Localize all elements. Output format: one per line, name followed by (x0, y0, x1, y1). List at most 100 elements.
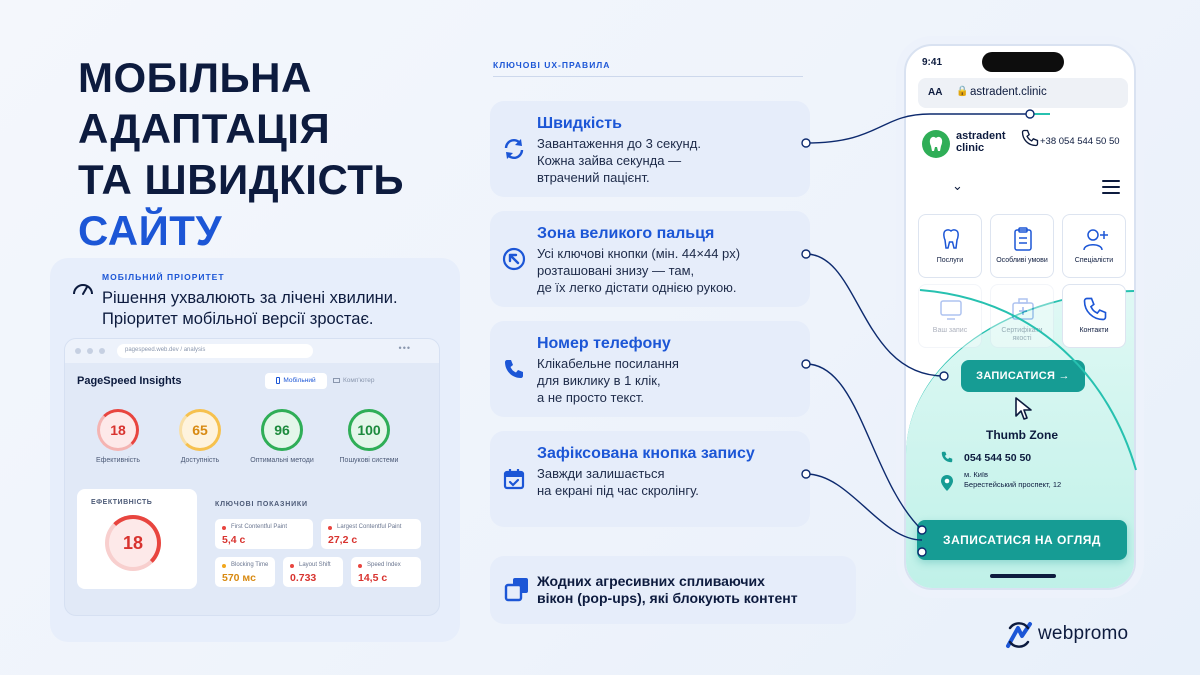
performance-summary-label: ЕФЕКТИВНІСТЬ (91, 499, 153, 506)
thumb-zone-label: Thumb Zone (986, 428, 1058, 442)
mobile-priority-kicker: МОБІЛЬНИЙ ПРІОРИТЕТ (102, 272, 225, 282)
tile-special-offers[interactable]: Особливі умови (990, 214, 1054, 278)
rule-desc-line: Завжди залишається (537, 466, 665, 481)
no-popups-text: Жодних агресивних спливаючих вікон (pop-… (537, 573, 837, 607)
metric-cls: Layout Shift 0.733 (283, 557, 343, 587)
rule-card-sticky-button: Зафіксована кнопка запису Завжди залишає… (490, 431, 810, 527)
rule-desc-line: де їх легко дістати однією рукою. (537, 280, 737, 295)
tab-mobile[interactable]: Мобільний (265, 373, 327, 389)
book-appointment-button[interactable]: ЗАПИСАТИСЯ → (961, 360, 1085, 392)
header-phone-link[interactable]: +38 054 544 50 50 (1040, 136, 1120, 147)
tooth-logo-icon[interactable] (922, 130, 950, 158)
metric-status-dot (358, 564, 362, 568)
thumb-tap-icon (502, 247, 526, 271)
tab-desktop-label: Комп'ютер (343, 377, 375, 384)
tab-desktop[interactable]: Комп'ютер (333, 373, 375, 384)
mobile-priority-card: МОБІЛЬНИЙ ПРІОРИТЕТ Рішення ухвалюють за… (50, 258, 460, 642)
metric-status-dot (222, 564, 226, 568)
score-label-accessibility: Доступність (180, 457, 220, 464)
home-indicator (990, 574, 1056, 578)
location-pin-icon (941, 475, 953, 491)
address-city: м. Київ (964, 470, 988, 479)
divider (493, 76, 803, 77)
tooth-icon (943, 229, 959, 249)
hamburger-menu-icon[interactable] (1102, 180, 1120, 198)
title-line-2: АДАПТАЦІЯ (78, 105, 331, 152)
logo-line: clinic (956, 142, 985, 154)
chevron-down-icon[interactable]: ⌄ (952, 178, 963, 193)
no-popups-line: Жодних агресивних спливаючих (537, 573, 765, 589)
rule-desc-line: Завантаження до 3 секунд. (537, 136, 701, 151)
metric-fcp: First Contentful Paint 5,4 с (215, 519, 313, 549)
tile-label: Ваш запис (932, 327, 968, 334)
reader-mode-button[interactable]: AA (928, 87, 943, 98)
metric-name: Speed Index (367, 562, 401, 568)
tile-label: Особливі умови (996, 257, 1048, 264)
monitor-icon (333, 377, 340, 383)
pagespeed-browser-window: pagespeed.web.dev / analysis ••• PageSpe… (64, 338, 440, 616)
refresh-icon (504, 139, 524, 159)
score-performance: 18 (97, 409, 139, 451)
overlapping-windows-icon (504, 578, 528, 602)
tile-contacts[interactable]: Контакти (1062, 284, 1126, 348)
rule-card-phone-number: Номер телефону Клікабельне посилання для… (490, 321, 810, 417)
score-label-best-practices: Оптимальні методи (250, 457, 314, 464)
metric-name: First Contentful Paint (231, 524, 288, 530)
clipboard-icon (1014, 227, 1032, 251)
desc-line-1: Рішення ухвалюють за лічені хвилини. (102, 289, 398, 307)
tile-your-appointment[interactable]: Ваш запис (918, 284, 982, 348)
score-seo: 100 (348, 409, 390, 451)
rule-description: Клікабельне посилання для виклику в 1 кл… (537, 355, 803, 406)
rule-description: Завантаження до 3 секунд. Кожна зайва се… (537, 135, 803, 186)
metric-value: 27,2 с (328, 534, 358, 546)
browser-url-bar[interactable]: pagespeed.web.dev / analysis (117, 344, 313, 358)
no-popups-line: вікон (pop-ups), які блокують контент (537, 590, 798, 606)
score-accessibility: 65 (179, 409, 221, 451)
contact-phone-link[interactable]: 054 544 50 50 (964, 452, 1032, 464)
metric-tbt: Blocking Time 570 мс (215, 557, 275, 587)
phone-icon[interactable] (940, 450, 954, 464)
ux-rules-kicker: КЛЮЧОВІ UX-ПРАВИЛА (493, 60, 611, 70)
phone-notch (982, 52, 1064, 72)
tile-specialists[interactable]: Спеціалісти (1062, 214, 1126, 278)
title-line-4: САЙТУ (78, 207, 223, 254)
address-street: Берестейський проспект, 12 (964, 480, 1062, 489)
metric-name: Blocking Time (231, 562, 269, 568)
rule-title: Номер телефону (537, 335, 671, 352)
score-best-practices: 96 (261, 409, 303, 451)
metric-value: 14,5 с (358, 572, 388, 584)
phone-icon (505, 360, 523, 378)
more-icon[interactable]: ••• (398, 343, 411, 353)
phone-icon[interactable] (1020, 128, 1040, 148)
title-line-1: МОБІЛЬНА (78, 54, 312, 101)
rule-desc-line: Клікабельне посилання (537, 356, 679, 371)
webpromo-logo[interactable]: webpromo (1004, 618, 1154, 652)
rule-desc-line: втрачений пацієнт. (537, 170, 650, 185)
logo-line: astradent (956, 130, 1006, 142)
add-user-icon (1083, 229, 1108, 251)
tile-certificates[interactable]: Сертифікати якості (990, 284, 1054, 348)
rule-desc-line: розташовані знизу — там, (537, 263, 695, 278)
window-dot (99, 348, 105, 354)
metric-status-dot (328, 526, 332, 530)
rule-description: Завжди залишається на екрані під час скр… (537, 465, 803, 499)
window-dot (87, 348, 93, 354)
rule-card-no-popups: Жодних агресивних спливаючих вікон (pop-… (490, 556, 856, 624)
tile-label: Послуги (936, 257, 964, 264)
monitor-icon (940, 300, 962, 320)
performance-summary-score: 18 (105, 515, 161, 571)
mobile-address-bar[interactable]: AA 🔒 astradent.clinic (918, 78, 1128, 108)
calendar-check-icon (503, 469, 525, 490)
metric-status-dot (290, 564, 294, 568)
rule-description: Усі ключові кнопки (мін. 44×44 px) розта… (537, 245, 803, 296)
metric-name: Layout Shift (299, 562, 331, 568)
phone-icon (1083, 297, 1107, 321)
tile-services[interactable]: Послуги (918, 214, 982, 278)
phone-icon (276, 377, 281, 384)
browser-toolbar: pagespeed.web.dev / analysis ••• (65, 339, 439, 363)
tile-label: Контакти (1079, 327, 1109, 334)
clinic-logo-text[interactable]: astradent clinic (956, 130, 1026, 154)
title-line-3: ТА ШВИДКІСТЬ (78, 156, 405, 203)
sticky-book-consultation-button[interactable]: ЗАПИСАТИСЯ НА ОГЛЯД (917, 520, 1127, 560)
rule-card-thumb-zone: Зона великого пальця Усі ключові кнопки … (490, 211, 810, 307)
